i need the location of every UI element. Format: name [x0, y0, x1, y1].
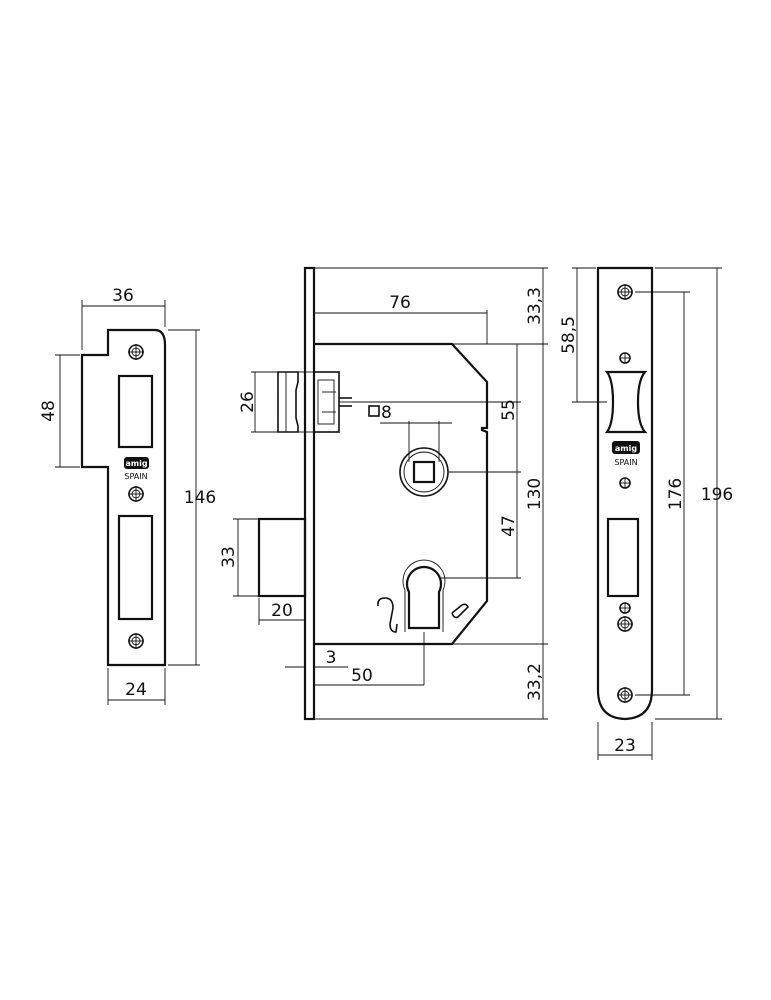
dim-strike-width: 36 [112, 286, 134, 306]
dim-upper-hole: 58,5 [559, 316, 579, 354]
strike-plate: amig SPAIN [80, 328, 167, 667]
strike-country-label: SPAIN [124, 472, 147, 481]
dim-faceplate-thickness: 3 [326, 648, 337, 668]
dim-strike-bottom-width: 24 [125, 680, 147, 700]
dim-spindle: 8 [381, 403, 392, 423]
dim-bolt-height: 33 [219, 546, 239, 568]
dim-screw-spacing: 176 [666, 478, 686, 510]
dim-body-height: 130 [525, 478, 545, 510]
strike-logo: amig [125, 459, 147, 468]
faceplate: amig SPAIN [596, 266, 654, 721]
lock-dimensions: 76 33,3 26 55 47 130 33,2 33 20 [219, 267, 548, 720]
dim-faceplate-width: 23 [614, 736, 636, 756]
dim-spindle-to-cylinder: 47 [499, 515, 519, 537]
dim-latch-height: 26 [238, 391, 258, 413]
dim-cylinder-backset: 50 [351, 666, 373, 686]
dim-latch-to-spindle: 55 [499, 399, 519, 421]
dim-faceplate-height: 196 [701, 485, 733, 505]
faceplate-country-label: SPAIN [614, 458, 637, 467]
dim-backset: 76 [389, 293, 411, 313]
faceplate-logo: amig [615, 444, 637, 453]
dim-bottom-offset: 33,2 [525, 663, 545, 701]
dim-strike-height: 146 [184, 488, 216, 508]
dim-strike-opening: 48 [39, 400, 59, 422]
dim-bolt-throw: 20 [271, 601, 293, 621]
dim-top-offset: 33,3 [525, 287, 545, 325]
strike-dimensions: 36 48 146 24 [39, 286, 216, 705]
lock-body: 8 [257, 266, 489, 721]
faceplate-dimensions: 58,5 176 196 23 [559, 267, 733, 760]
